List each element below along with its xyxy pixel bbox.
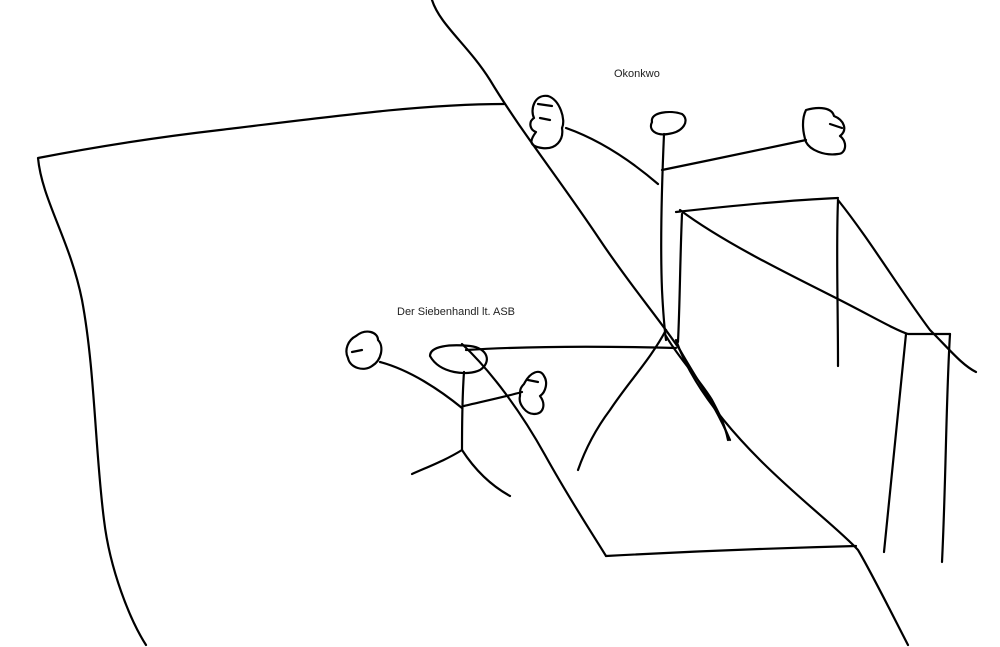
table-top-edge <box>674 196 840 214</box>
table-far-right-leg <box>940 332 952 564</box>
blob-left-upper <box>529 94 565 150</box>
okonkwo-left-arm <box>564 126 660 186</box>
siebenhandl-right-leg <box>460 448 512 498</box>
mat-left-edge <box>460 342 608 558</box>
okonkwo-left-leg <box>576 328 668 472</box>
siebenhandl-head <box>428 344 488 375</box>
table-back-leg <box>836 198 840 368</box>
blob-right-lower <box>518 370 548 416</box>
table-front-right-leg <box>882 332 908 554</box>
diagonal-line <box>430 0 732 442</box>
label-okonkwo: Okonkwo <box>614 68 660 80</box>
okonkwo-body <box>660 132 668 342</box>
okonkwo-right-leg <box>664 334 730 442</box>
table-diagonal-to-right <box>836 198 978 374</box>
blob-right-upper <box>801 106 847 156</box>
siebenhandl-left-leg <box>410 448 464 476</box>
mat-top-edge <box>464 345 678 352</box>
label-siebenhandl: Der Siebenhandl lt. ASB <box>397 306 516 318</box>
siebenhandl-right-arm <box>462 390 524 408</box>
right-diagonal-line <box>674 338 910 647</box>
table-left-leg <box>676 212 684 344</box>
okonkwo-right-arm <box>660 138 808 172</box>
siebenhandl-body <box>460 370 466 452</box>
mat-bottom-edge <box>604 544 858 558</box>
siebenhandl-left-arm <box>378 360 464 410</box>
okonkwo-head <box>649 111 687 136</box>
blob-left-lower <box>345 330 383 370</box>
table-inner-diagonal <box>678 208 952 336</box>
left-field-outline <box>36 102 506 647</box>
